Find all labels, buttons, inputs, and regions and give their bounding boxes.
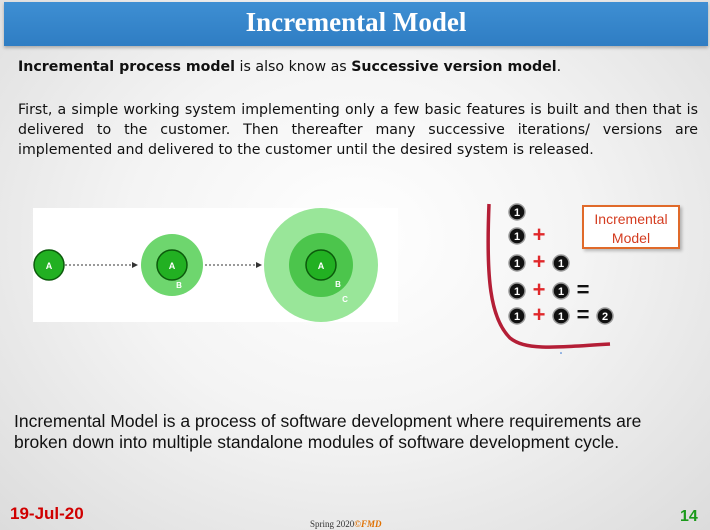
incremental-diagram-svg: A A B A B C [33, 208, 378, 322]
box-label-line1: Incremental [594, 211, 668, 227]
digit-badge [596, 307, 614, 325]
digit-badge [552, 307, 570, 325]
footer-prefix: Spring 2020 [310, 519, 355, 529]
digit-badge [508, 203, 526, 221]
incremental-model-box: Incremental Model [582, 205, 680, 249]
digit-label: 1 [514, 258, 520, 270]
stage3-label-b: B [335, 280, 341, 289]
curved-frame [486, 203, 611, 349]
digit-label: 1 [514, 207, 520, 219]
box-label-line2: Model [611, 230, 651, 246]
sequence-graphic: 1 1 +1 +1 1 +1 = 1 +1 = 2 [486, 203, 614, 354]
digit-badge [552, 282, 570, 300]
page-number: 14 [680, 508, 698, 525]
digit-badge [508, 227, 526, 245]
stage3-label-a: A [318, 261, 325, 271]
plus-sign: + [533, 222, 546, 247]
description-paragraph: First, a simple working system implement… [18, 102, 698, 158]
stage3-label-c: C [342, 295, 348, 304]
intro-sentence: Incremental process model is also know a… [18, 59, 698, 75]
footer: Spring 2020©FMD [310, 519, 382, 529]
slide-title: Incremental Model [245, 7, 467, 37]
summary-text: Incremental Model is a process of softwa… [14, 411, 642, 452]
sequence-rows: 1 1 +1 +1 1 +1 = 1 +1 = 2 [508, 203, 614, 327]
incremental-diagram: A A B A B C [33, 208, 398, 322]
equals-sign: = [577, 302, 590, 327]
digit-badge [508, 307, 526, 325]
plus-sign: + [533, 249, 546, 274]
plus-sign: + [533, 277, 546, 302]
stage1-label-a: A [46, 261, 53, 271]
digit-badge [508, 282, 526, 300]
digit-label: 1 [558, 258, 564, 270]
digit-badge [552, 254, 570, 272]
digit-label: 1 [558, 311, 564, 323]
intro-text-1: is also know as [235, 59, 352, 75]
equals-sign: = [577, 277, 590, 302]
intro-text-2: . [556, 59, 562, 75]
slide-date: 19-Jul-20 [10, 504, 84, 523]
term-incremental: Incremental process model [18, 59, 236, 75]
stage2-label-b: B [176, 281, 182, 290]
digit-badge [508, 254, 526, 272]
title-bar: Incremental Model [4, 2, 708, 46]
stage1-core-circle [33, 249, 65, 281]
digit-label: 1 [514, 286, 520, 298]
digit-label: 2 [602, 311, 608, 323]
plus-sign: + [533, 302, 546, 327]
footer-brand: ©FMD [354, 519, 382, 529]
digit-label: 1 [514, 311, 520, 323]
stage2-label-a: A [169, 261, 176, 271]
digit-label: 1 [514, 231, 520, 243]
stage2-core-circle [156, 249, 188, 281]
digit-label: 1 [558, 286, 564, 298]
stage3-core-circle [305, 249, 337, 281]
term-successive: Successive version model [351, 59, 557, 75]
